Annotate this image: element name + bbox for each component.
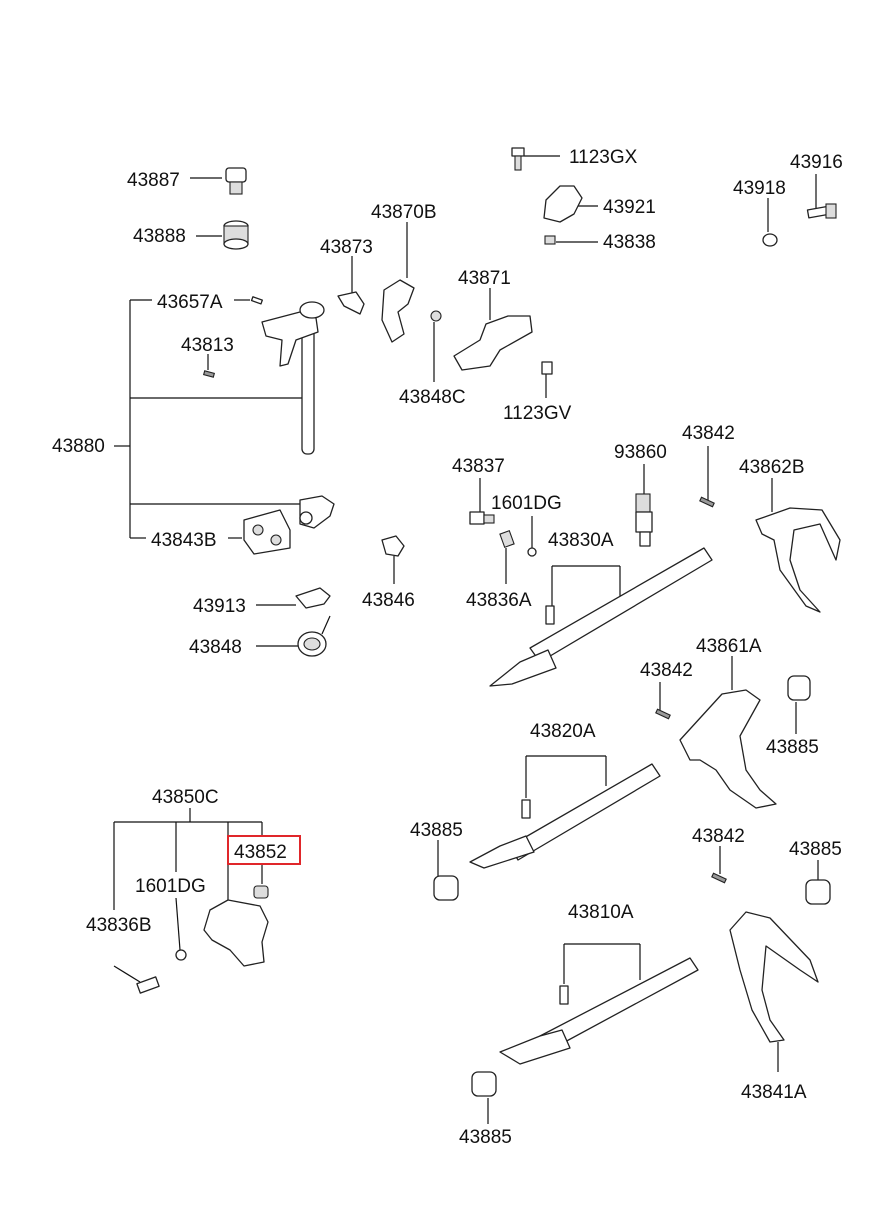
label-1123GX[interactable]: 1123GX <box>569 147 638 168</box>
rail-43830A-icon <box>489 547 713 687</box>
bolt-43837-icon <box>469 511 495 525</box>
shift-shaft-assembly-icon <box>202 296 335 555</box>
plate-43913-icon <box>295 587 331 609</box>
label-1601DG-bottom[interactable]: 1601DG <box>135 876 206 897</box>
label-43861A[interactable]: 43861A <box>696 636 762 657</box>
label-43836A[interactable]: 43836A <box>466 590 532 611</box>
label-43862B[interactable]: 43862B <box>739 457 805 478</box>
label-43888[interactable]: 43888 <box>133 226 186 247</box>
fork-43861A-icon <box>679 689 777 809</box>
label-43918[interactable]: 43918 <box>733 178 786 199</box>
label-43842-a[interactable]: 43842 <box>682 423 735 444</box>
highlight-box-43852 <box>227 835 301 865</box>
sleeve-43885-a-icon <box>787 675 811 701</box>
label-43820A[interactable]: 43820A <box>530 721 596 742</box>
pin-43842-a-icon <box>699 496 715 508</box>
fork-43862B-icon <box>755 507 841 613</box>
label-43837[interactable]: 43837 <box>452 456 505 477</box>
switch-93860-icon <box>635 493 653 547</box>
spring-43848-icon <box>297 615 331 657</box>
sleeve-43885-c-icon <box>805 879 831 905</box>
pin-43842-c-icon <box>711 872 727 884</box>
label-43842-c[interactable]: 43842 <box>692 826 745 847</box>
spring-43836A-icon <box>499 530 515 548</box>
housing-43850C-icon <box>203 899 269 967</box>
clip-43873-icon <box>337 291 365 315</box>
label-43843B[interactable]: 43843B <box>151 530 217 551</box>
label-43846[interactable]: 43846 <box>362 590 415 611</box>
leader-lines <box>113 155 819 1124</box>
bolt-43836B-icon <box>136 976 160 994</box>
label-43838[interactable]: 43838 <box>603 232 656 253</box>
label-43870B[interactable]: 43870B <box>371 202 437 223</box>
label-43852[interactable]: 43852 <box>234 842 287 863</box>
bushing-43888-icon <box>223 220 249 250</box>
label-43873[interactable]: 43873 <box>320 237 373 258</box>
label-43848[interactable]: 43848 <box>189 637 242 658</box>
bracket-43921-icon <box>543 185 583 223</box>
rail-43820A-icon <box>469 763 661 869</box>
label-43848C[interactable]: 43848C <box>399 387 466 408</box>
label-93860[interactable]: 93860 <box>614 442 667 463</box>
label-43885-c[interactable]: 43885 <box>789 839 842 860</box>
bolt-43887-icon <box>225 167 247 195</box>
label-43885-b[interactable]: 43885 <box>410 820 463 841</box>
rail-43810A-icon <box>499 957 699 1065</box>
label-43810A[interactable]: 43810A <box>568 902 634 923</box>
label-43813[interactable]: 43813 <box>181 335 234 356</box>
bracket-43870B-icon <box>381 279 415 343</box>
sleeve-43885-d-icon <box>471 1071 497 1097</box>
label-43830A[interactable]: 43830A <box>548 530 614 551</box>
bolt-43916-icon <box>806 203 837 219</box>
part-drawings <box>136 147 841 1097</box>
label-43841A[interactable]: 43841A <box>741 1082 807 1103</box>
fork-43841A-icon <box>729 911 819 1043</box>
bolt-1123GV-icon <box>541 361 553 375</box>
label-43871[interactable]: 43871 <box>458 268 511 289</box>
nut-43848C-icon <box>430 310 442 322</box>
label-43842-b[interactable]: 43842 <box>640 660 693 681</box>
washer-43918-icon <box>762 233 778 247</box>
label-43913[interactable]: 43913 <box>193 596 246 617</box>
label-43916[interactable]: 43916 <box>790 152 843 173</box>
label-43921[interactable]: 43921 <box>603 197 656 218</box>
label-43885-a[interactable]: 43885 <box>766 737 819 758</box>
plug-43846-icon <box>381 535 405 557</box>
label-43885-d[interactable]: 43885 <box>459 1127 512 1148</box>
label-43657A[interactable]: 43657A <box>157 292 223 313</box>
plate-43871-icon <box>453 315 533 371</box>
part-labels: 43887 43888 43870B 43873 43657A 43813 43… <box>52 147 843 1148</box>
label-43850C[interactable]: 43850C <box>152 787 219 808</box>
label-1601DG-top[interactable]: 1601DG <box>491 493 562 514</box>
label-43887[interactable]: 43887 <box>127 170 180 191</box>
part-43852-icon <box>253 885 269 899</box>
label-43836B[interactable]: 43836B <box>86 915 152 936</box>
ball-1601DG-bottom-icon <box>175 949 187 961</box>
label-1123GV[interactable]: 1123GV <box>503 403 572 424</box>
nut-43838-icon <box>544 235 556 245</box>
label-43880[interactable]: 43880 <box>52 436 105 457</box>
sleeve-43885-b-icon <box>433 875 459 901</box>
ball-1601DG-icon <box>527 547 537 557</box>
pin-43842-b-icon <box>655 708 671 720</box>
bolt-1123GX-icon <box>511 147 525 171</box>
